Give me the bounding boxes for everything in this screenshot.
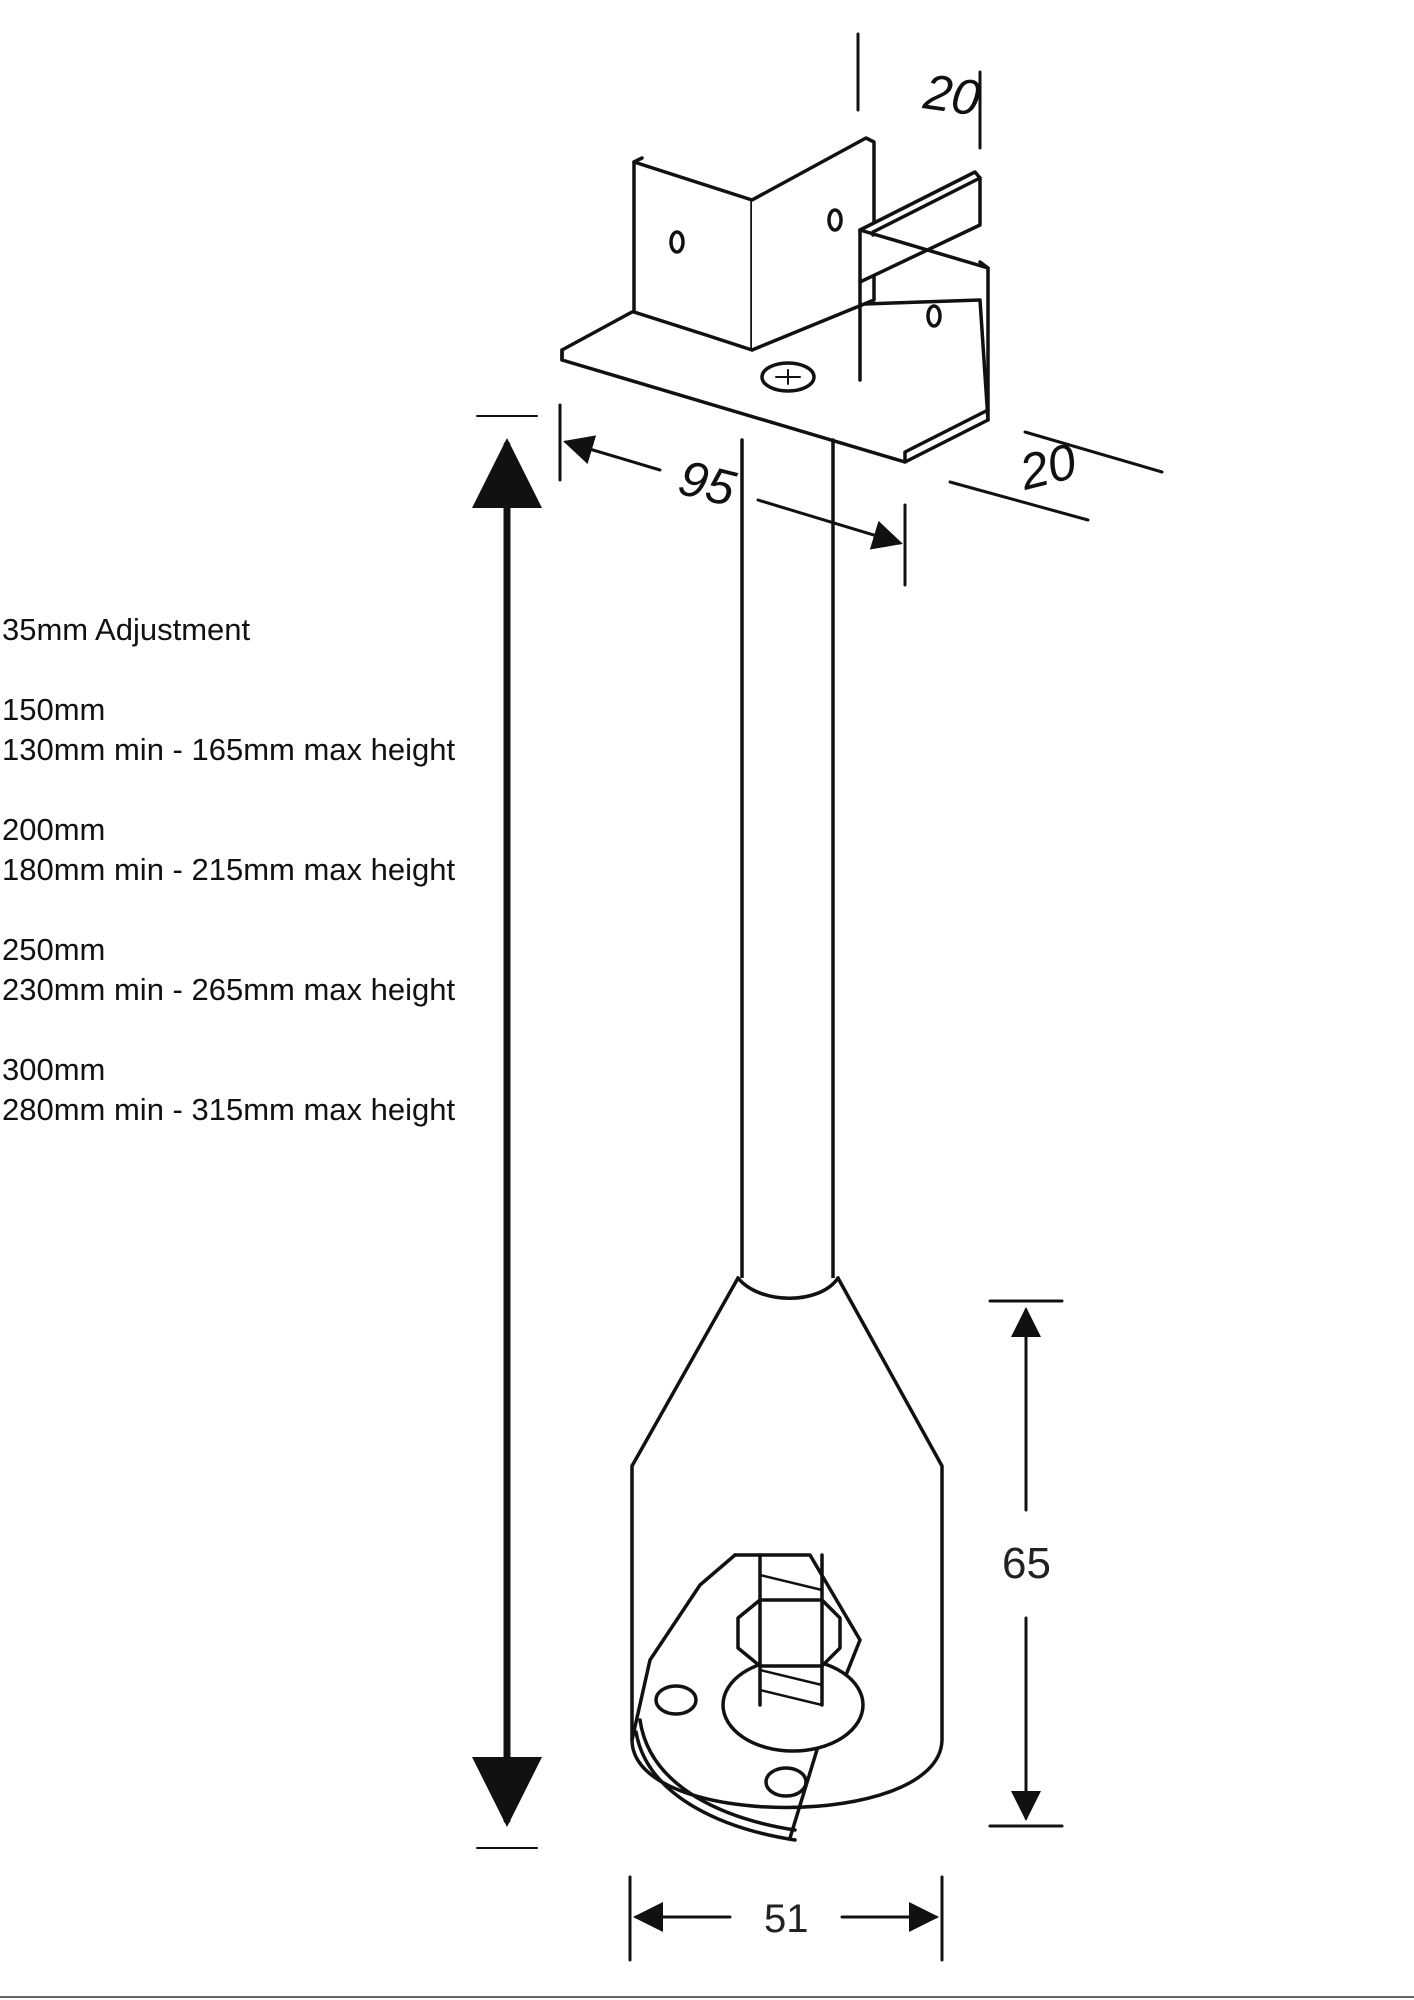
bracket-gap-top-dimension bbox=[856, 32, 982, 150]
leg-shaft bbox=[740, 438, 835, 1280]
bracket-gap-top-label: 20 bbox=[919, 63, 983, 126]
foot-height-label: 65 bbox=[1002, 1539, 1051, 1588]
bracket-gap-side-label: 20 bbox=[1013, 433, 1082, 501]
foot-height-dimension bbox=[988, 1299, 1064, 1828]
size-150-range: 130mm min - 165mm max height bbox=[2, 732, 456, 767]
adjustable-foot bbox=[630, 1276, 944, 1842]
size-250-range: 230mm min - 265mm max height bbox=[2, 972, 456, 1007]
spec-list: 35mm Adjustment 150mm 130mm min - 165mm … bbox=[2, 610, 502, 1130]
bracket bbox=[560, 136, 990, 464]
overall-height-dimension bbox=[472, 415, 542, 1849]
foot-diameter-label: 51 bbox=[764, 1897, 809, 1941]
size-250-label: 250mm bbox=[2, 932, 106, 967]
size-200-label: 200mm bbox=[2, 812, 106, 847]
bracket-gap-side-dimension bbox=[948, 430, 1164, 522]
size-150-label: 150mm bbox=[2, 692, 106, 727]
size-300-range: 280mm min - 315mm max height bbox=[2, 1092, 456, 1127]
size-300-label: 300mm bbox=[2, 1052, 106, 1087]
foot-diameter-dimension bbox=[628, 1875, 944, 1962]
adjustment-label: 35mm Adjustment bbox=[2, 612, 251, 647]
bracket-length-dimension bbox=[558, 403, 907, 587]
size-200-range: 180mm min - 215mm max height bbox=[2, 852, 456, 887]
bracket-length-label: 95 bbox=[673, 449, 741, 517]
